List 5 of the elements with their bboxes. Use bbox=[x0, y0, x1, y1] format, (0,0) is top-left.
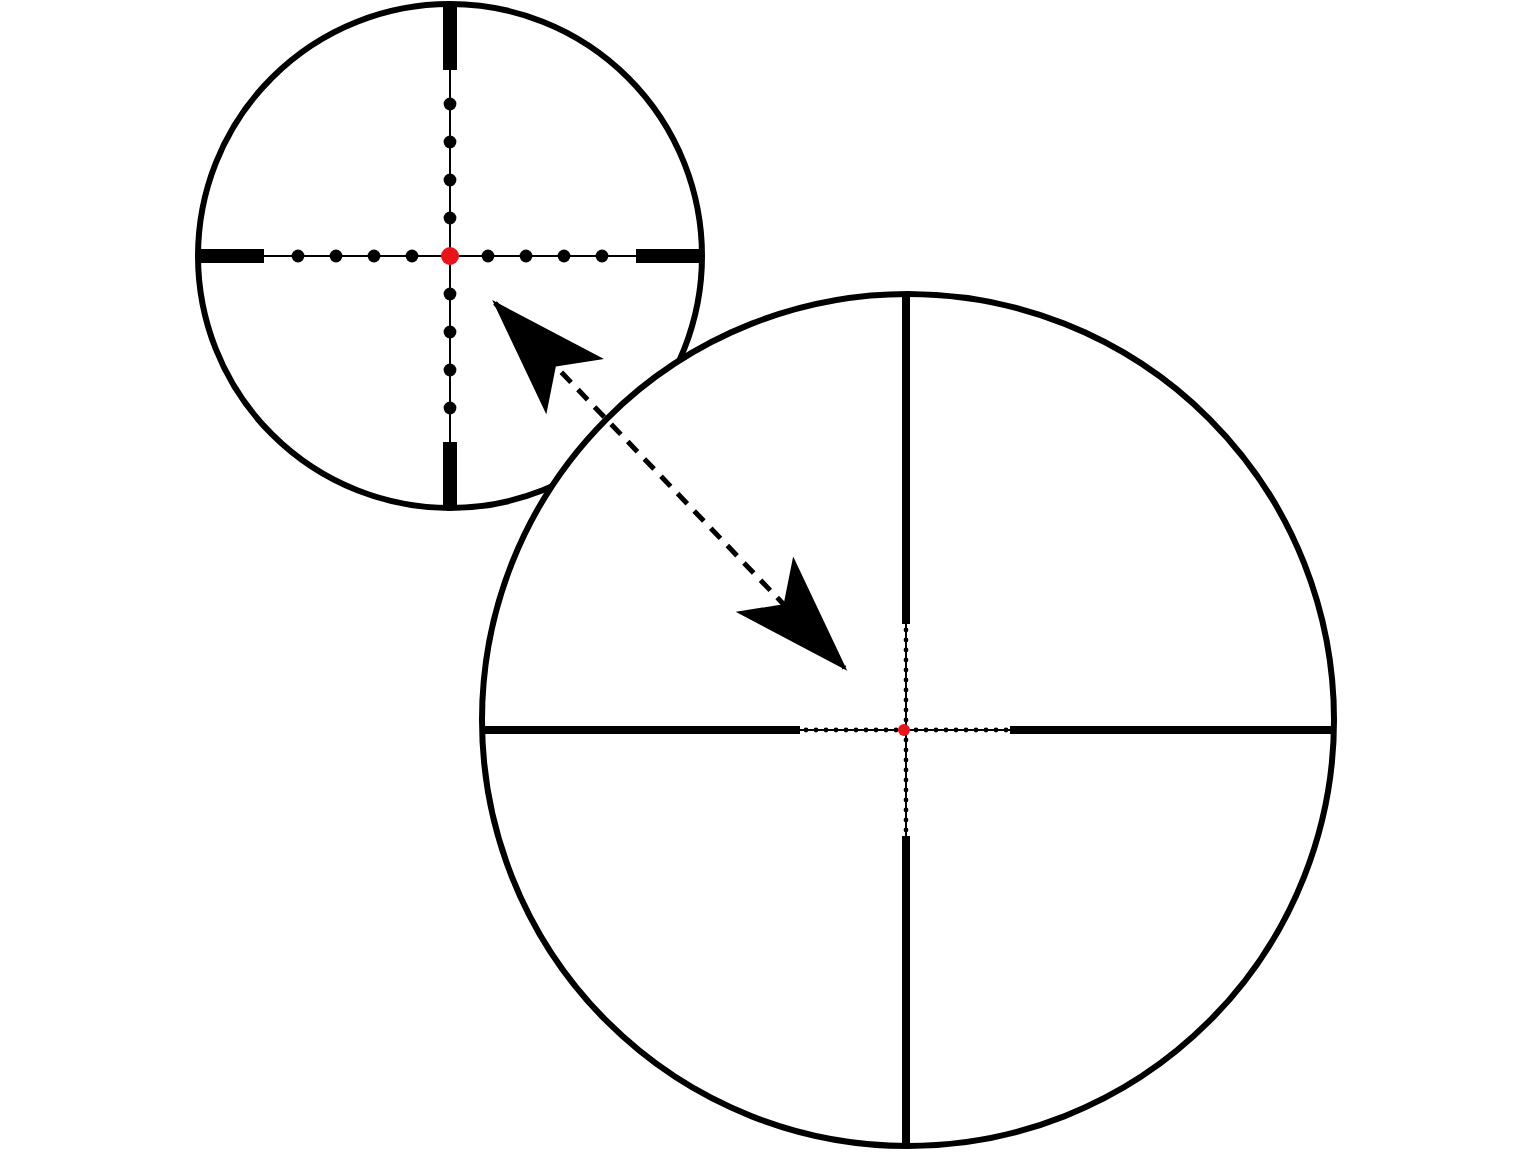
reticle-drawing bbox=[195, 1, 705, 511]
center-dot bbox=[898, 724, 910, 736]
center-dot bbox=[441, 247, 459, 265]
double-arrow bbox=[492, 300, 848, 671]
reticle-drawing bbox=[479, 291, 1337, 1149]
